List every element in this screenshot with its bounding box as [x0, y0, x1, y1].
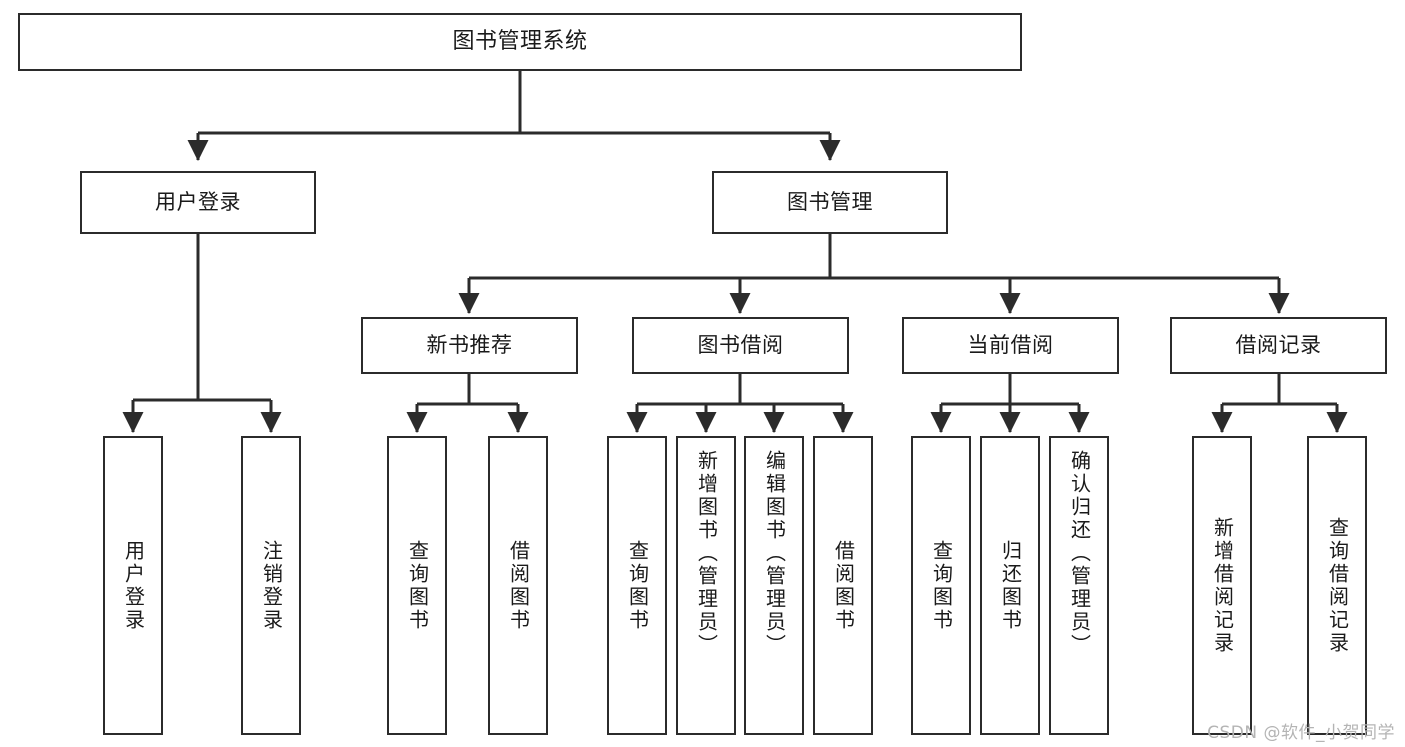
node-label: 图书管理 [787, 190, 873, 215]
node-label: 查询图书 [625, 539, 650, 632]
leaf-user-login-signin[interactable]: 用户登录 [103, 436, 163, 735]
node-label: 注销登录 [259, 539, 284, 632]
node-book-management[interactable]: 图书管理 [712, 171, 948, 234]
leaf-borrow-add-book-admin[interactable]: 新增图书（管理员） [676, 436, 736, 735]
leaf-borrow-edit-book-admin[interactable]: 编辑图书（管理员） [744, 436, 804, 735]
node-new-book-recommend[interactable]: 新书推荐 [361, 317, 578, 374]
node-label: 新书推荐 [426, 333, 513, 358]
leaf-recommend-borrow-book[interactable]: 借阅图书 [488, 436, 548, 735]
node-label: 图书借阅 [697, 333, 784, 358]
node-label: 图书管理系统 [452, 29, 588, 55]
node-book-borrow[interactable]: 图书借阅 [632, 317, 849, 374]
node-label: 借阅图书 [506, 539, 531, 632]
node-label: 归还图书 [998, 539, 1023, 632]
node-current-borrow[interactable]: 当前借阅 [902, 317, 1119, 374]
node-label: 查询借阅记录 [1325, 516, 1350, 655]
leaf-record-query-record[interactable]: 查询借阅记录 [1307, 436, 1367, 735]
leaf-current-query-book[interactable]: 查询图书 [911, 436, 971, 735]
node-label: 查询图书 [405, 539, 430, 632]
leaf-user-login-logout[interactable]: 注销登录 [241, 436, 301, 735]
leaf-borrow-query-book[interactable]: 查询图书 [607, 436, 667, 735]
leaf-record-add-record[interactable]: 新增借阅记录 [1192, 436, 1252, 735]
leaf-recommend-query-book[interactable]: 查询图书 [387, 436, 447, 735]
node-label: 用户登录 [121, 539, 146, 632]
node-borrow-record[interactable]: 借阅记录 [1170, 317, 1387, 374]
node-label: 借阅图书 [831, 539, 856, 632]
node-label: 借阅记录 [1235, 333, 1322, 358]
node-label: 编辑图书（管理员） [762, 450, 787, 657]
node-user-login[interactable]: 用户登录 [80, 171, 316, 234]
node-book-management-system[interactable]: 图书管理系统 [18, 13, 1022, 71]
leaf-borrow-borrow-book[interactable]: 借阅图书 [813, 436, 873, 735]
leaf-current-return-book[interactable]: 归还图书 [980, 436, 1040, 735]
node-label: 新增借阅记录 [1210, 516, 1235, 655]
watermark: CSDN @软件_小贺同学 [1207, 723, 1395, 743]
leaf-current-confirm-return-admin[interactable]: 确认归还（管理员） [1049, 436, 1109, 735]
node-label: 新增图书（管理员） [694, 450, 719, 657]
node-label: 用户登录 [155, 190, 241, 215]
node-label: 确认归还（管理员） [1067, 450, 1092, 657]
node-label: 查询图书 [929, 539, 954, 632]
node-label: 当前借阅 [967, 333, 1054, 358]
